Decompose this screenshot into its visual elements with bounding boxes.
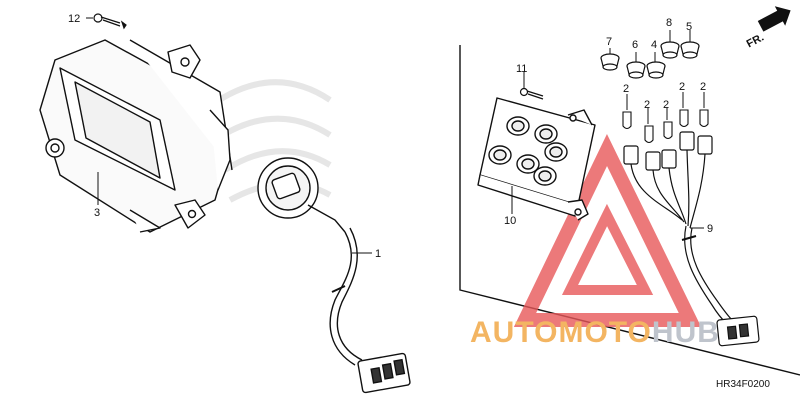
red-triangle-watermark	[513, 133, 702, 327]
indicator-panel-border	[459, 45, 800, 376]
watermark-text: AUTOMOTOHUB	[470, 316, 720, 350]
callout-7: 7	[606, 36, 612, 48]
watermark-part-b: HUB	[651, 316, 720, 349]
indicator-housing	[477, 97, 596, 221]
callout-2d: 2	[679, 81, 685, 93]
leader-lines	[86, 17, 705, 254]
callout-10: 10	[504, 215, 516, 227]
callout-2a: 2	[623, 83, 629, 95]
callout-5: 5	[686, 21, 692, 33]
indicator-bulbs	[622, 109, 709, 144]
direction-label: FR.	[745, 31, 766, 50]
callout-2b: 2	[644, 99, 650, 111]
callout-6: 6	[632, 39, 638, 51]
callout-8: 8	[666, 17, 672, 29]
callout-4: 4	[651, 39, 657, 51]
housing-screw	[519, 87, 544, 100]
front-direction-arrow-icon	[757, 6, 791, 32]
screw	[93, 13, 127, 30]
callout-12: 12	[68, 13, 80, 25]
callout-9: 9	[707, 223, 713, 235]
callout-3: 3	[94, 207, 100, 219]
callout-2e: 2	[700, 81, 706, 93]
meter-harness	[257, 157, 411, 394]
meter-unit	[39, 39, 233, 233]
callout-1: 1	[375, 248, 381, 260]
callout-11: 11	[516, 63, 527, 75]
watermark-part-a: AUTOMOTO	[470, 316, 652, 349]
rubber-grommets	[600, 41, 700, 79]
diagram-code: HR34F0200	[716, 379, 770, 390]
indicator-sub-harness	[623, 131, 760, 347]
callout-2c: 2	[663, 99, 669, 111]
